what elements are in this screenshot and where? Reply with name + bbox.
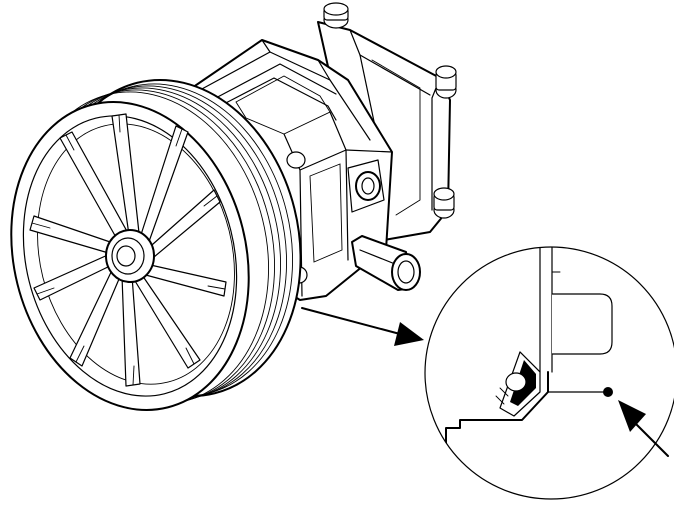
arrow-right-icon	[301, 307, 424, 346]
dot-marker-icon	[603, 387, 613, 397]
detail-magnifier	[424, 246, 674, 500]
arrow-up-left-icon	[618, 400, 669, 457]
bolt-top-right	[435, 65, 457, 99]
flange-hole-center	[286, 151, 306, 169]
pulley-spokes	[29, 113, 227, 387]
pulley-hub	[105, 229, 155, 283]
bolt-top-left	[323, 2, 349, 29]
bolt-bottom-right	[433, 187, 455, 219]
pulley	[10, 78, 302, 411]
suction-pipe	[351, 235, 421, 291]
pressure-port	[347, 159, 385, 213]
